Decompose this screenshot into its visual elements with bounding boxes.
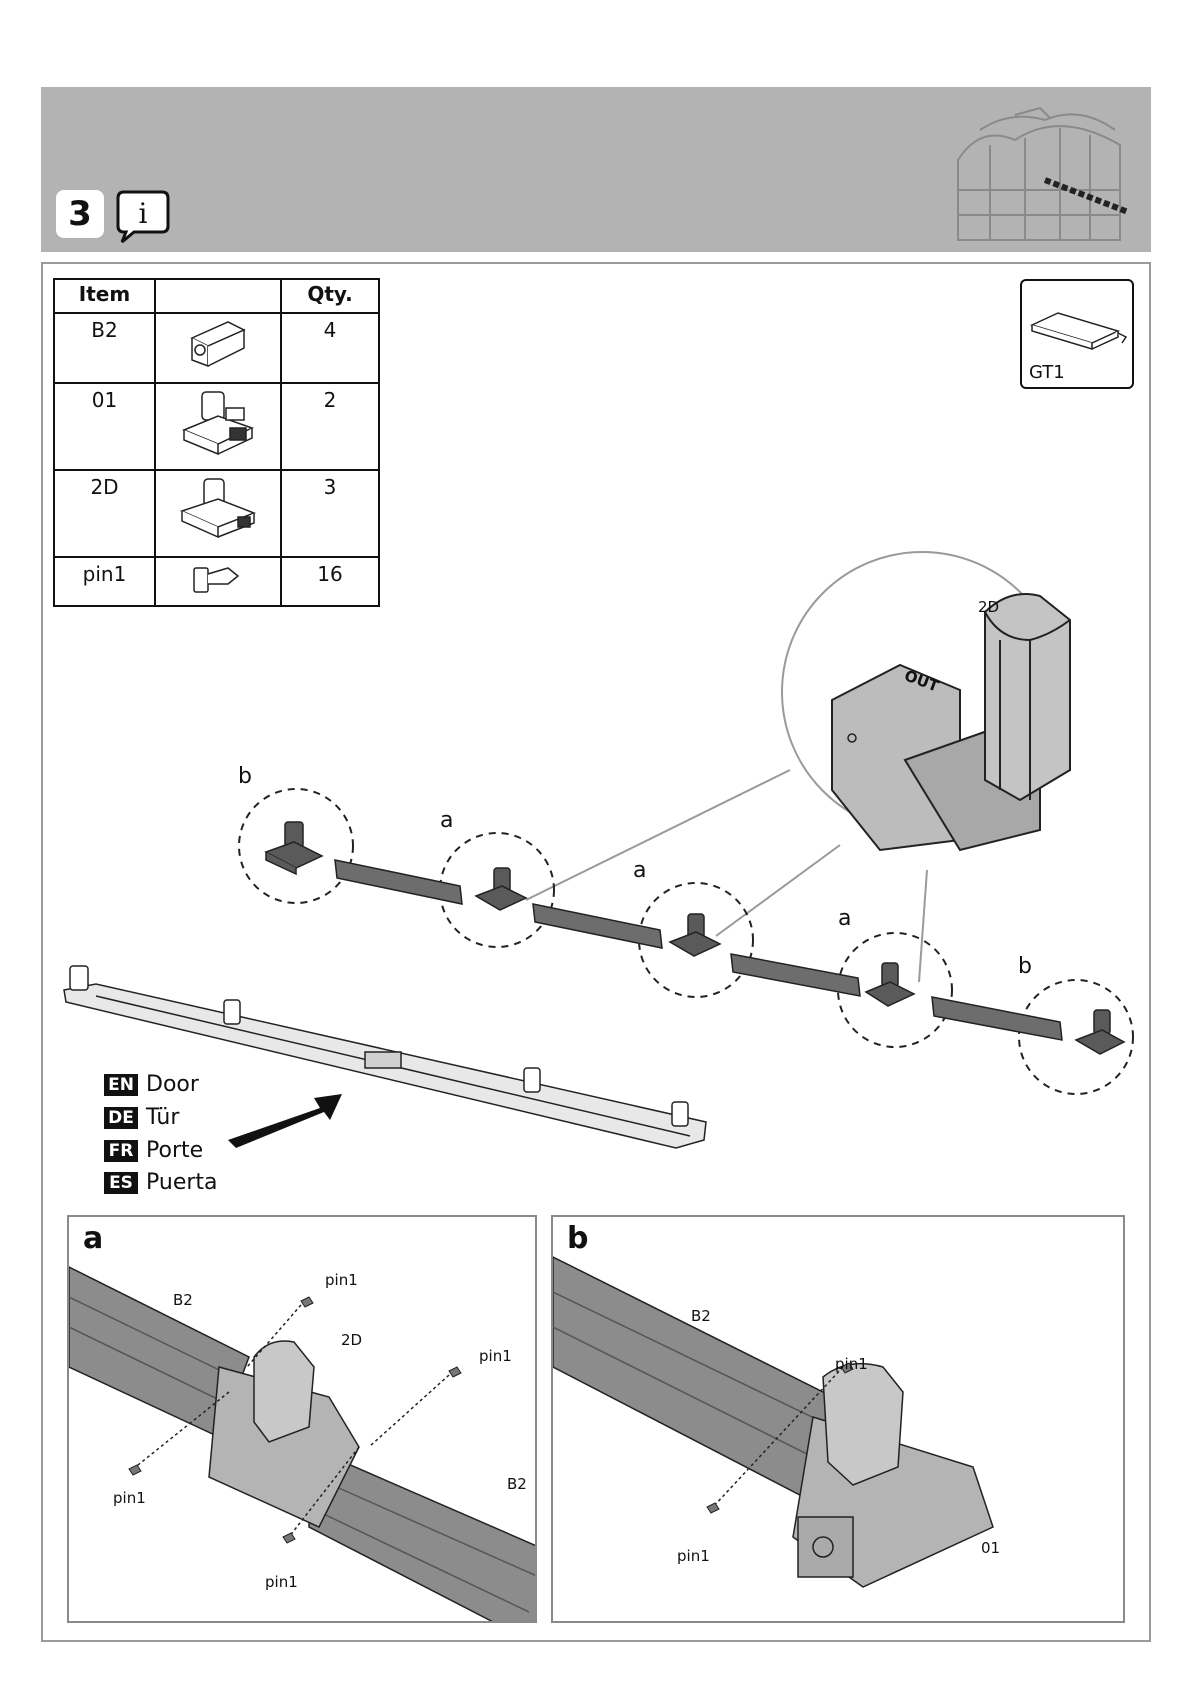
- detail-panel-a: a B2 pin1 2D pin1 pin1 B2 pin1: [67, 1215, 537, 1623]
- label-pin1: pin1: [113, 1489, 146, 1507]
- lang-text: Tür: [146, 1105, 179, 1130]
- lang-code: EN: [104, 1074, 138, 1096]
- lang-code: ES: [104, 1172, 138, 1194]
- callout-label-b: b: [1018, 954, 1032, 979]
- part-01-image: [155, 383, 281, 470]
- callout-label-a: a: [633, 858, 646, 883]
- label-pin1: pin1: [835, 1355, 868, 1373]
- header-image: [155, 279, 281, 313]
- label-2d: 2D: [341, 1331, 362, 1349]
- label-b2: B2: [507, 1475, 527, 1493]
- step-number: 3: [56, 190, 104, 238]
- label-pin1: pin1: [325, 1271, 358, 1289]
- callout-label-b: b: [238, 764, 252, 789]
- legend-es: ES Puerta: [104, 1170, 218, 1195]
- item-qty: 4: [281, 313, 379, 383]
- label-b2: B2: [173, 1291, 193, 1309]
- item-code: 01: [54, 383, 155, 470]
- zoom-part-label: 2D: [978, 598, 999, 616]
- glazing-tool-icon: [1022, 287, 1132, 357]
- label-pin1: pin1: [479, 1347, 512, 1365]
- lang-text: Puerta: [146, 1170, 218, 1195]
- info-speech-bubble-icon: i: [114, 188, 172, 244]
- detail-letter: a: [83, 1221, 103, 1256]
- table-row: 2D 3: [54, 470, 379, 557]
- part-b2-image: [155, 313, 281, 383]
- greenhouse-overview-icon: [950, 100, 1135, 250]
- lang-code: FR: [104, 1140, 138, 1162]
- callout-label-a: a: [838, 906, 851, 931]
- legend-fr: FR Porte: [104, 1138, 203, 1163]
- label-pin1: pin1: [265, 1573, 298, 1591]
- detail-a-illustration: [69, 1217, 537, 1623]
- tool-box: GT1: [1020, 279, 1134, 389]
- label-pin1: pin1: [677, 1547, 710, 1565]
- label-b2: B2: [691, 1307, 711, 1325]
- item-code: B2: [54, 313, 155, 383]
- callout-label-a: a: [440, 808, 453, 833]
- lang-text: Door: [146, 1072, 199, 1097]
- header-item: Item: [54, 279, 155, 313]
- item-qty: 2: [281, 383, 379, 470]
- tool-label: GT1: [1029, 362, 1065, 383]
- svg-text:i: i: [139, 197, 148, 230]
- header-qty: Qty.: [281, 279, 379, 313]
- table-row: 01 2: [54, 383, 379, 470]
- lang-text: Porte: [146, 1138, 203, 1163]
- parts-table: Item Qty. B2 4 01 2 2D 3: [53, 278, 380, 607]
- detail-panel-b: b B2 pin1 pin1 01: [551, 1215, 1125, 1623]
- part-pin1-image: [155, 557, 281, 606]
- legend-en: EN Door: [104, 1072, 199, 1097]
- detail-letter: b: [567, 1221, 588, 1256]
- table-row: B2 4: [54, 313, 379, 383]
- item-code: 2D: [54, 470, 155, 557]
- lang-code: DE: [104, 1107, 138, 1129]
- item-qty: 16: [281, 557, 379, 606]
- detail-b-illustration: [553, 1217, 1125, 1623]
- part-2d-image: [155, 470, 281, 557]
- item-code: pin1: [54, 557, 155, 606]
- item-qty: 3: [281, 470, 379, 557]
- legend-de: DE Tür: [104, 1105, 179, 1130]
- label-01: 01: [981, 1539, 1000, 1557]
- table-row: pin1 16: [54, 557, 379, 606]
